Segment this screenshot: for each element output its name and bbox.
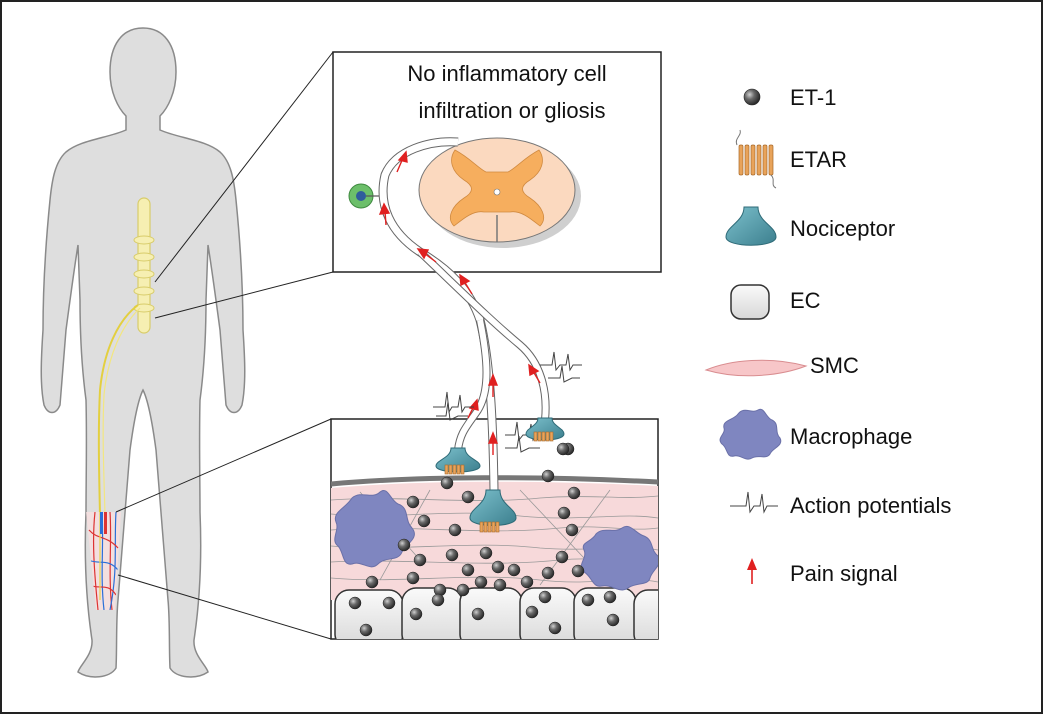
smooth-muscle-cell-icon xyxy=(704,359,808,377)
nociceptor-center xyxy=(469,489,517,533)
nociceptor-right xyxy=(525,417,565,442)
legend-item-action-potentials: Action potentials xyxy=(730,491,951,518)
sciatic-nerve xyxy=(97,304,139,516)
inset-caption-line2: infiltration or gliosis xyxy=(418,98,605,123)
legend-label-pain-signal: Pain signal xyxy=(790,561,898,586)
et1-particles-free xyxy=(556,442,570,456)
endothelial-cell-layer xyxy=(334,587,658,639)
legend-label-smc: SMC xyxy=(810,353,859,378)
etar-receptor-icon xyxy=(735,129,777,189)
legend-label-action-potentials: Action potentials xyxy=(790,493,951,518)
dorsal-root-ganglion xyxy=(348,183,380,209)
action-potential-icon xyxy=(730,491,778,514)
pain-arrow xyxy=(396,150,408,173)
pain-arrow xyxy=(459,273,473,295)
legend-item-smc: SMC xyxy=(704,353,859,378)
pain-arrow xyxy=(528,363,541,384)
et1-particles-tissue xyxy=(348,442,620,637)
legend-label-etar: ETAR xyxy=(790,147,847,172)
legend-label-nociceptor: Nociceptor xyxy=(790,216,895,241)
legend-item-macrophage: Macrophage xyxy=(719,408,912,460)
macrophage-left xyxy=(334,490,415,568)
endothelial-cell-icon xyxy=(730,284,770,320)
pain-signal-arrow-icon xyxy=(747,558,757,584)
legend-label-et1: ET-1 xyxy=(790,85,836,110)
legend-item-ec: EC xyxy=(730,284,821,320)
zoom-lines xyxy=(115,51,334,640)
nociceptor-icon xyxy=(725,206,777,246)
et1-particle-icon xyxy=(743,88,761,106)
pain-arrow xyxy=(378,202,391,226)
legend-item-nociceptor: Nociceptor xyxy=(725,206,895,246)
pain-signal-arrows xyxy=(378,150,541,455)
macrophage-right xyxy=(580,525,658,591)
legend-item-etar: ETAR xyxy=(735,129,847,189)
spinal-cord-inset: No inflammatory cell infiltration or gli… xyxy=(332,51,662,273)
pain-arrow xyxy=(416,248,437,263)
legend-label-macrophage: Macrophage xyxy=(790,424,912,449)
macrophage-icon xyxy=(719,408,782,460)
legend-item-et1: ET-1 xyxy=(743,85,836,110)
leg-vasculature xyxy=(86,512,121,610)
legend-label-ec: EC xyxy=(790,288,821,313)
spine xyxy=(133,197,155,334)
tissue-inset xyxy=(330,418,659,640)
legend: ET-1 ETAR Nociceptor xyxy=(704,85,951,586)
inset-caption-line1: No inflammatory cell xyxy=(407,61,606,86)
sciatic-nerve-branch xyxy=(102,307,141,516)
pain-arrow xyxy=(487,431,499,455)
legend-item-pain-signal: Pain signal xyxy=(747,558,898,586)
pain-arrow xyxy=(487,373,499,397)
nociceptor-left xyxy=(435,447,481,475)
spinal-cord-cross-section xyxy=(418,137,581,248)
